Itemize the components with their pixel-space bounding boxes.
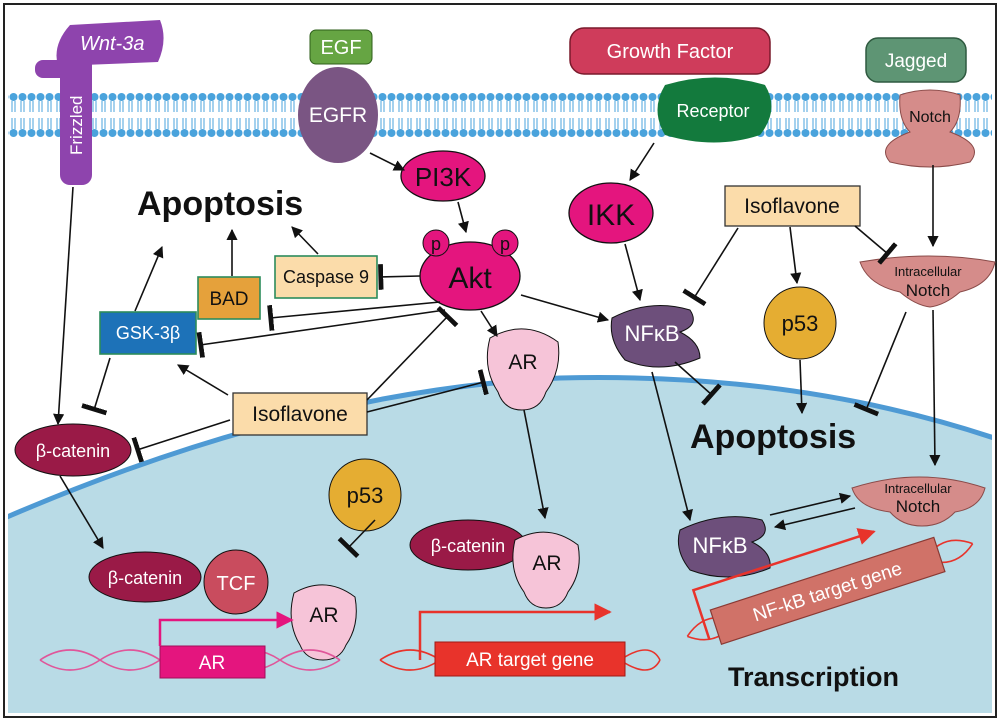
intracellular-notch-cytoplasm: Intracellular Notch <box>859 255 996 308</box>
growth-factor-label: Growth Factor <box>607 41 734 63</box>
notch-word-label-1: Notch <box>906 281 950 300</box>
egf-label: EGF <box>320 37 361 59</box>
growth-factor: Growth Factor <box>569 27 771 75</box>
notch-label: Notch <box>909 109 951 126</box>
gsk3b-box: GSK-3β <box>99 311 197 355</box>
ar-label-3: AR <box>532 552 561 575</box>
cell-membrane <box>8 93 992 139</box>
inhibition-lines <box>81 225 907 559</box>
intracellular-notch-nucleus: Intracellular Notch <box>851 476 986 527</box>
p53-nucleus: p53 <box>328 458 402 532</box>
p53-label-2: p53 <box>347 483 384 508</box>
jagged-label: Jagged <box>885 51 947 72</box>
isoflavone-mid-box: Isoflavone <box>232 392 368 436</box>
ar-gene-label: AR <box>199 653 225 674</box>
bcatenin-cytoplasm: β-catenin <box>14 423 132 477</box>
receptor-label: Receptor <box>676 101 749 121</box>
caspase9-label: Caspase 9 <box>283 267 369 287</box>
caspase9-box: Caspase 9 <box>274 255 378 299</box>
nfkb-cytoplasm: NFκB <box>610 305 701 368</box>
pi3k-node: PI3K <box>400 150 486 202</box>
ar-nucleus-left: AR <box>290 584 357 661</box>
ar-bcatenin-complex: β-catenin AR <box>409 519 580 609</box>
wnt3a-ligand: Wnt-3a <box>56 20 164 66</box>
ar-label-1: AR <box>508 351 537 374</box>
isoflavone-top-box: Isoflavone <box>724 185 861 227</box>
growth-factor-receptor: Receptor <box>657 77 772 143</box>
akt-label: Akt <box>448 262 492 295</box>
pi3k-label: PI3K <box>415 162 472 192</box>
phospho-label-1: p <box>431 234 441 254</box>
dna-ar-target-gene: AR target gene <box>379 603 661 677</box>
bcatenin-label-3: β-catenin <box>431 536 505 556</box>
p53-label-1: p53 <box>782 311 819 336</box>
intracellular-label-2: Intracellular <box>884 481 952 496</box>
ar-tcf-complex: β-catenin TCF <box>88 549 269 615</box>
tcf-label: TCF <box>217 573 256 595</box>
nfkb-label-2: NFκB <box>693 533 748 558</box>
dna-ar-gene: AR <box>39 611 341 679</box>
isoflavone-mid-label: Isoflavone <box>252 403 348 426</box>
bcatenin-label-2: β-catenin <box>108 568 182 588</box>
egfr-receptor: EGFR <box>298 67 378 163</box>
apoptosis-left: Apoptosis <box>137 185 303 223</box>
apoptosis-right: Apoptosis <box>690 418 856 456</box>
ikk-label: IKK <box>587 199 635 232</box>
bad-label: BAD <box>209 289 248 310</box>
bad-box: BAD <box>197 276 261 320</box>
akt-node: Akt p p <box>419 229 521 311</box>
ar-cytoplasm: AR <box>486 328 560 411</box>
intracellular-label-1: Intracellular <box>894 264 962 279</box>
notch-receptor: Notch <box>885 89 975 168</box>
notch-word-label-2: Notch <box>896 497 940 516</box>
nfkb-label-1: NFκB <box>625 321 680 346</box>
activation-arrows <box>53 142 941 549</box>
ar-label-2: AR <box>309 604 338 627</box>
gsk3b-label: GSK-3β <box>116 323 180 343</box>
p53-cytoplasm: p53 <box>763 286 837 360</box>
egf-ligand: EGF <box>309 29 373 65</box>
ar-target-gene-label: AR target gene <box>466 650 594 671</box>
jagged-ligand: Jagged <box>865 37 967 83</box>
wnt3a-label: Wnt-3a <box>80 33 144 55</box>
isoflavone-top-label: Isoflavone <box>744 195 840 218</box>
ikk-node: IKK <box>568 182 654 244</box>
frizzled-receptor: Frizzled <box>35 40 92 185</box>
phospho-label-2: p <box>500 234 510 254</box>
bcatenin-label-1: β-catenin <box>36 441 110 461</box>
transcription-label: Transcription <box>728 662 899 692</box>
egfr-label: EGFR <box>309 104 367 127</box>
nfkb-nucleus: NFκB <box>677 516 771 578</box>
frizzled-label: Frizzled <box>67 95 86 155</box>
